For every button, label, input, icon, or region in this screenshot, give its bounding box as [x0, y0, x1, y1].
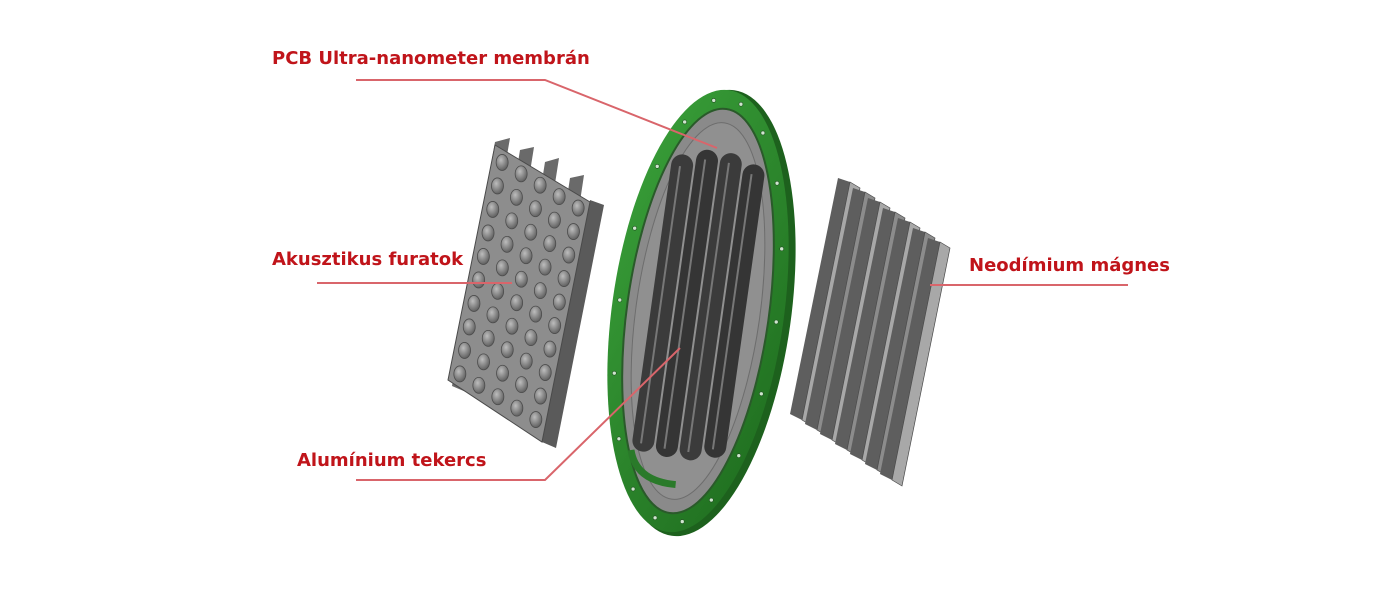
acoustic-hole [458, 342, 471, 359]
label-acoustic-holes: Akusztikus furatok [272, 249, 464, 270]
ring-bolt [632, 225, 637, 231]
acoustic-hole [486, 201, 500, 218]
acoustic-hole [495, 154, 509, 171]
acoustic-hole-plate [447, 138, 604, 448]
acoustic-hole [567, 223, 580, 240]
ring-bolt [617, 297, 623, 303]
acoustic-hole [533, 282, 547, 300]
acoustic-hole [552, 293, 566, 311]
acoustic-hole [496, 364, 509, 382]
magnet-bar-side [880, 238, 940, 480]
acoustic-hole [472, 376, 486, 394]
acoustic-hole [543, 235, 557, 253]
ring-bolt [774, 180, 780, 186]
acoustic-hole [467, 295, 481, 312]
magnet-bar-side [790, 178, 850, 420]
acoustic-hole [557, 270, 571, 287]
acoustic-hole [543, 340, 557, 358]
acoustic-hole [515, 376, 528, 394]
acoustic-hole [529, 200, 542, 218]
aluminium-coil [627, 149, 765, 489]
magnet-bar-side [835, 208, 895, 450]
acoustic-hole [514, 270, 528, 288]
acoustic-hole [529, 305, 543, 323]
ring-bolt [773, 319, 779, 325]
acoustic-hole [548, 317, 562, 334]
leader-coil [356, 347, 681, 481]
magnet-bar-side [850, 218, 910, 460]
magnet-bar [891, 241, 951, 487]
acoustic-hole [500, 341, 514, 359]
neodymium-magnet [790, 178, 951, 487]
acoustic-hole [510, 399, 524, 417]
acoustic-hole [534, 387, 547, 405]
acoustic-hole [552, 188, 566, 206]
acoustic-hole [571, 199, 585, 217]
acoustic-hole [481, 224, 495, 242]
acoustic-hole [453, 365, 467, 383]
acoustic-hole [538, 258, 552, 276]
acoustic-hole [529, 411, 543, 428]
acoustic-hole [495, 259, 509, 277]
label-aluminium-coil: Alumínium tekercs [297, 450, 487, 471]
ring-bolt [612, 370, 617, 376]
ring-bolt [736, 453, 742, 458]
acoustic-hole [476, 248, 490, 265]
acoustic-hole [510, 294, 524, 312]
ring-bolt [652, 515, 658, 521]
ring-bolt [709, 497, 714, 503]
acoustic-hole [519, 352, 533, 370]
ring-bolt [711, 98, 717, 103]
acoustic-hole [505, 212, 519, 230]
label-neodymium-magnet: Neodímium mágnes [969, 255, 1170, 276]
ring-bolt [654, 164, 660, 169]
acoustic-hole [491, 282, 505, 300]
acoustic-hole [491, 177, 504, 195]
ring-bolt [760, 130, 766, 136]
acoustic-hole [505, 317, 519, 335]
acoustic-hole [462, 318, 476, 336]
acoustic-hole [472, 271, 486, 289]
acoustic-hole [486, 306, 500, 324]
acoustic-hole [500, 235, 514, 253]
acoustic-hole [562, 246, 576, 264]
acoustic-hole [524, 329, 538, 347]
acoustic-hole [519, 247, 533, 265]
acoustic-hole [477, 353, 490, 371]
ring-bolt [616, 436, 622, 442]
magnet-bar-side [820, 198, 880, 440]
leader-membrane [356, 79, 718, 149]
acoustic-hole [514, 165, 528, 183]
magnet-bar-side [805, 188, 865, 430]
acoustic-hole [491, 388, 505, 406]
ring-bolt [682, 119, 687, 125]
acoustic-hole [533, 176, 547, 194]
magnet-bar-side [865, 228, 925, 470]
acoustic-hole [481, 329, 495, 347]
acoustic-hole [548, 211, 561, 229]
ring-bolt [679, 519, 685, 524]
acoustic-hole [524, 223, 538, 241]
label-pcb-membrane: PCB Ultra-nanometer membrán [272, 48, 590, 69]
ring-bolt [630, 486, 636, 492]
acoustic-hole [510, 188, 523, 206]
pcb-membrane-ring [607, 89, 796, 537]
leader-lines [317, 79, 1128, 481]
ring-bolt [759, 391, 764, 397]
acoustic-hole [538, 364, 552, 381]
ring-bolt [779, 246, 784, 252]
ring-bolt [738, 101, 744, 107]
